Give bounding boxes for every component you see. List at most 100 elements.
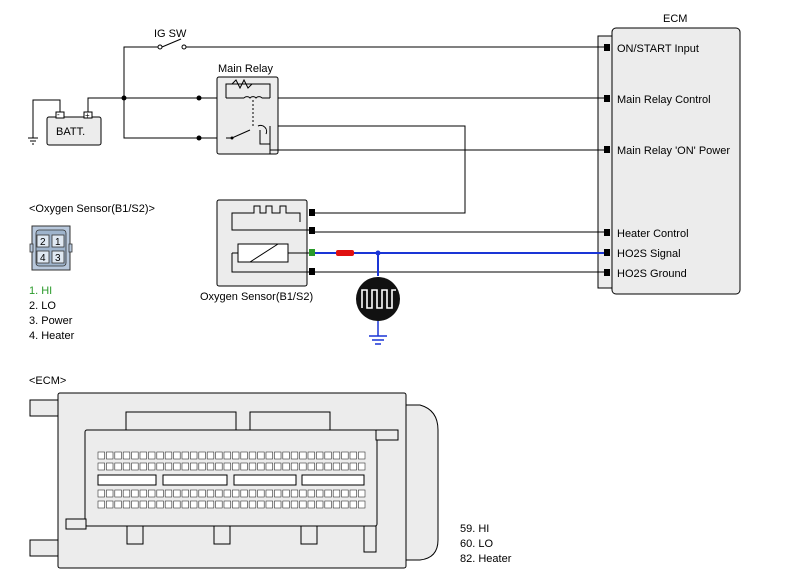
ecm-pin-cell bbox=[181, 500, 189, 509]
ecm-pin-cell bbox=[248, 451, 257, 460]
ecm-pin-cell bbox=[223, 500, 231, 509]
ecm-pin-cell bbox=[341, 489, 349, 498]
ecm-pin-cell bbox=[190, 451, 198, 460]
conn-pin-3: 3 bbox=[55, 253, 61, 264]
ecm-pin-cell bbox=[106, 462, 114, 471]
ecm-pin-cell bbox=[131, 489, 139, 498]
battery-label: BATT. bbox=[56, 126, 85, 138]
ecm-pin-cell bbox=[290, 451, 299, 460]
ecm-pin-cell bbox=[97, 451, 105, 460]
ecm-pin-cell bbox=[324, 462, 332, 471]
ecm-pin-cell bbox=[265, 500, 273, 509]
ecm-pin-cell bbox=[181, 451, 189, 460]
ecm-pin-cell bbox=[248, 500, 257, 509]
ecm-pin-cell bbox=[139, 500, 147, 509]
oscilloscope-icon bbox=[356, 277, 400, 321]
sensor-signal-pin bbox=[309, 249, 315, 256]
ecm-pin-cell bbox=[198, 462, 206, 471]
ecm-pin-cell bbox=[332, 500, 341, 509]
ecm-connector-title: <ECM> bbox=[29, 375, 66, 387]
label-heater-control: Heater Control bbox=[617, 228, 689, 240]
battery: - + BATT. bbox=[28, 97, 124, 146]
ecm-pin-cell bbox=[257, 489, 265, 498]
label-ho2s-signal: HO2S Signal bbox=[617, 248, 681, 260]
ecm-pin-cell bbox=[232, 500, 240, 509]
ecm-pin-cell bbox=[341, 451, 349, 460]
ecm-title: ECM bbox=[663, 13, 687, 25]
ecm-pin-cell bbox=[198, 500, 206, 509]
ecm-pin-cell bbox=[148, 451, 156, 460]
ecm-pin-cell bbox=[164, 500, 173, 509]
ecm-pin-cell bbox=[206, 462, 215, 471]
ecm-pin-cell bbox=[290, 500, 299, 509]
conn-pin-2: 2 bbox=[40, 237, 46, 248]
ecm-pin-cell bbox=[290, 462, 299, 471]
sensor-connector-title: <Oxygen Sensor(B1/S2)> bbox=[29, 203, 155, 215]
ecm-pin-cell bbox=[316, 489, 324, 498]
ecm-pin-cell bbox=[299, 451, 307, 460]
svg-text:-: - bbox=[57, 110, 60, 119]
pin-ho2s-signal bbox=[604, 249, 610, 256]
ecm-pin-cell bbox=[332, 489, 341, 498]
ecm-pin-heater: 82. Heater bbox=[460, 553, 512, 565]
ecm-pin-cell bbox=[215, 489, 223, 498]
ecm-pin-cell bbox=[148, 462, 156, 471]
ecm-pin-cell bbox=[139, 489, 147, 498]
ecm-pin-cell bbox=[282, 489, 290, 498]
ecm-pin-cell bbox=[198, 451, 206, 460]
ecm-pin-cell bbox=[131, 462, 139, 471]
label-ho2s-ground: HO2S Ground bbox=[617, 268, 687, 280]
ecm-pin-grid bbox=[97, 451, 366, 509]
ecm-pin-cell bbox=[223, 451, 231, 460]
ecm-pin-cell bbox=[265, 489, 273, 498]
conn-pin-4: 4 bbox=[40, 253, 46, 264]
conn-pin-1: 1 bbox=[55, 237, 61, 248]
ecm-pin-cell bbox=[257, 462, 265, 471]
ecm-pin-cell bbox=[122, 500, 131, 509]
ecm-pin-cell bbox=[324, 489, 332, 498]
ecm-pin-cell bbox=[299, 500, 307, 509]
battery-ground-icon bbox=[28, 137, 38, 145]
svg-text:+: + bbox=[85, 111, 90, 120]
ecm-pin-cell bbox=[156, 462, 164, 471]
ecm-pin-cell bbox=[114, 500, 122, 509]
ecm-pin-cell bbox=[131, 451, 139, 460]
ecm-pin-cell bbox=[316, 451, 324, 460]
pin-relay-control bbox=[604, 95, 610, 102]
ecm-pin-cell bbox=[156, 489, 164, 498]
ecm-pin-cell bbox=[173, 451, 181, 460]
ecm-pin-cell bbox=[114, 489, 122, 498]
ecm-pin-cell bbox=[282, 500, 290, 509]
ecm-pin-cell bbox=[341, 462, 349, 471]
sensor-pin-hi: 1. HI bbox=[29, 285, 52, 297]
pin-on-start bbox=[604, 44, 610, 51]
ecm-pin-cell bbox=[164, 451, 173, 460]
pin-heater-control bbox=[604, 229, 610, 236]
ecm-pin-cell bbox=[274, 489, 282, 498]
sensor-label: Oxygen Sensor(B1/S2) bbox=[200, 291, 313, 303]
ecm-pin-cell bbox=[232, 489, 240, 498]
ig-switch-icon bbox=[161, 38, 182, 48]
sensor-pin-lo: 2. LO bbox=[29, 300, 56, 312]
ecm-pin-cell bbox=[139, 462, 147, 471]
ecm-pin-cell bbox=[248, 489, 257, 498]
ecm-pin-cell bbox=[324, 451, 332, 460]
ecm-pin-cell bbox=[290, 489, 299, 498]
ecm-pin-cell bbox=[324, 500, 332, 509]
ecm-pin-cell bbox=[349, 489, 357, 498]
ecm-pin-cell bbox=[139, 451, 147, 460]
ecm-pin-cell bbox=[316, 462, 324, 471]
ecm-pin-cell bbox=[122, 462, 131, 471]
ecm-pin-cell bbox=[265, 462, 273, 471]
main-relay-label: Main Relay bbox=[218, 63, 274, 75]
ecm-block: ECM ON/START Input Main Relay Control Ma… bbox=[597, 13, 741, 295]
ecm-pin-cell bbox=[156, 451, 164, 460]
ecm-pin-cell bbox=[190, 462, 198, 471]
ecm-pin-cell bbox=[232, 451, 240, 460]
ecm-pin-lo: 60. LO bbox=[460, 538, 493, 550]
ecm-pin-cell bbox=[190, 500, 198, 509]
ecm-pin-cell bbox=[282, 462, 290, 471]
ecm-pin-cell bbox=[215, 500, 223, 509]
ecm-pin-cell bbox=[156, 500, 164, 509]
ecm-pin-cell bbox=[274, 462, 282, 471]
